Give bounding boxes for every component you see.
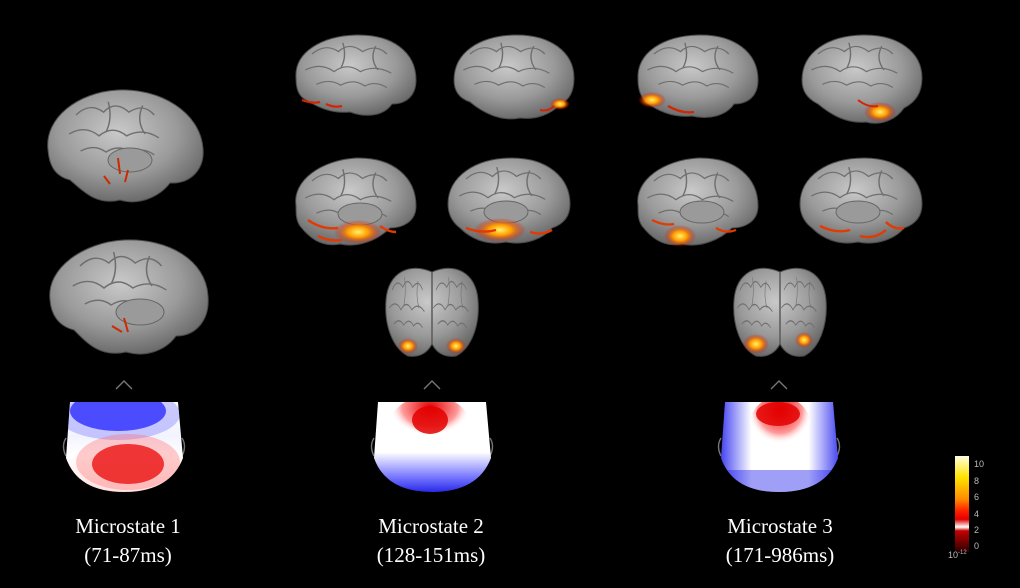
microstate-3-brain-medial-left: [637, 157, 759, 247]
microstate-3-topomap: [717, 380, 841, 492]
microstate-3-brain-posterior: [733, 267, 827, 357]
colorbar: [955, 456, 969, 552]
microstate-3-brain-lateral-left: [637, 34, 759, 118]
microstate-2-title: Microstate 2: [378, 514, 484, 538]
microstate-2-range: (128-151ms): [376, 543, 486, 567]
colorbar-tick-0: 0: [974, 541, 980, 551]
microstate-2-brain-lateral-right: [453, 34, 575, 120]
caption-microstate-2: Microstate 2 (128-151ms): [321, 512, 541, 570]
colorbar-tick-4: 4: [974, 509, 980, 519]
colorbar-unit-base: 10: [948, 550, 959, 560]
microstate-1-range: (71-87ms): [84, 543, 172, 567]
microstate-2-brain-lateral-left: [295, 34, 417, 116]
microstate-2-brain-posterior: [385, 267, 479, 357]
microstate-3-brain-medial-right: [799, 157, 923, 244]
colorbar-tick-6: 6: [974, 492, 980, 502]
colorbar-unit-exponent: -12: [958, 550, 967, 556]
microstate-1-title: Microstate 1: [75, 514, 181, 538]
microstate-3-brain-lateral-right: [801, 34, 923, 124]
colorbar-tick-10: 10: [974, 459, 985, 469]
colorbar-labels: 10 8 6 4 2 0 10-12: [948, 455, 1014, 585]
colorbar-gradient: [955, 456, 969, 552]
caption-microstate-3: Microstate 3 (171-986ms): [670, 512, 890, 570]
caption-microstate-1: Microstate 1 (71-87ms): [18, 512, 238, 570]
microstate-3-range: (171-986ms): [725, 543, 835, 567]
colorbar-tick-8: 8: [974, 476, 980, 486]
colorbar-unit: 10-12: [948, 550, 967, 560]
microstate-2-brain-medial-right: [447, 157, 571, 244]
microstate-2-topomap: [370, 380, 494, 492]
microstate-1-brain-medial-top: [47, 89, 204, 203]
microstate-1-brain-medial-bottom: [49, 239, 209, 355]
microstate-3-title: Microstate 3: [727, 514, 833, 538]
microstate-1-topomap: [62, 380, 186, 492]
colorbar-tick-2: 2: [974, 525, 980, 535]
microstate-2-brain-medial-left: [295, 157, 417, 246]
